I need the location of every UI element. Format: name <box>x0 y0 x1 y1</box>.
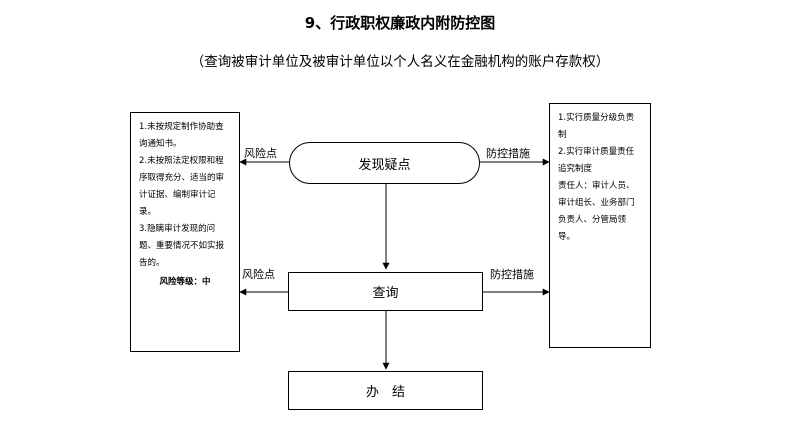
risk-item: 2.未按照法定权限和程序取得充分、适当的审计证据、编制审计记录。 <box>139 156 225 217</box>
page-title: 9、行政职权廉政内附防控图 <box>304 14 496 32</box>
risk-item: 3.隐瞒审计发现的问题、重要情况不如实报告的。 <box>139 224 225 268</box>
control-item: 责任人：审计人员、审计组长、业务部门负责人、分管局领导。 <box>558 181 635 242</box>
node-label: 发现疑点 <box>358 157 411 173</box>
node-discover-suspicion: 发现疑点 <box>289 142 480 184</box>
risk-point-label-2: 风险点 <box>242 268 275 281</box>
node-finish: 办 结 <box>288 371 483 410</box>
control-measures-box: 1.实行质量分级负责制 2.实行审计质量责任追究制度 责任人：审计人员、审计组长… <box>549 103 651 348</box>
control-label-2: 防控措施 <box>490 268 534 281</box>
page-subtitle: （查询被审计单位及被审计单位以个人名义在金融机构的账户存款权） <box>190 54 610 70</box>
control-item: 2.实行审计质量责任追究制度 <box>558 147 635 174</box>
node-query: 查询 <box>288 272 483 311</box>
risk-level: 风险等级：中 <box>159 277 211 287</box>
control-label-1: 防控措施 <box>486 147 530 160</box>
risk-points-box: 1.未按规定制作协助查询通知书。 2.未按照法定权限和程序取得充分、适当的审计证… <box>130 112 240 352</box>
risk-point-label-1: 风险点 <box>244 147 277 160</box>
control-item: 1.实行质量分级负责制 <box>558 113 635 140</box>
risk-item: 1.未按规定制作协助查询通知书。 <box>139 122 224 149</box>
node-label: 查询 <box>372 286 399 301</box>
node-label: 办 结 <box>365 385 405 400</box>
